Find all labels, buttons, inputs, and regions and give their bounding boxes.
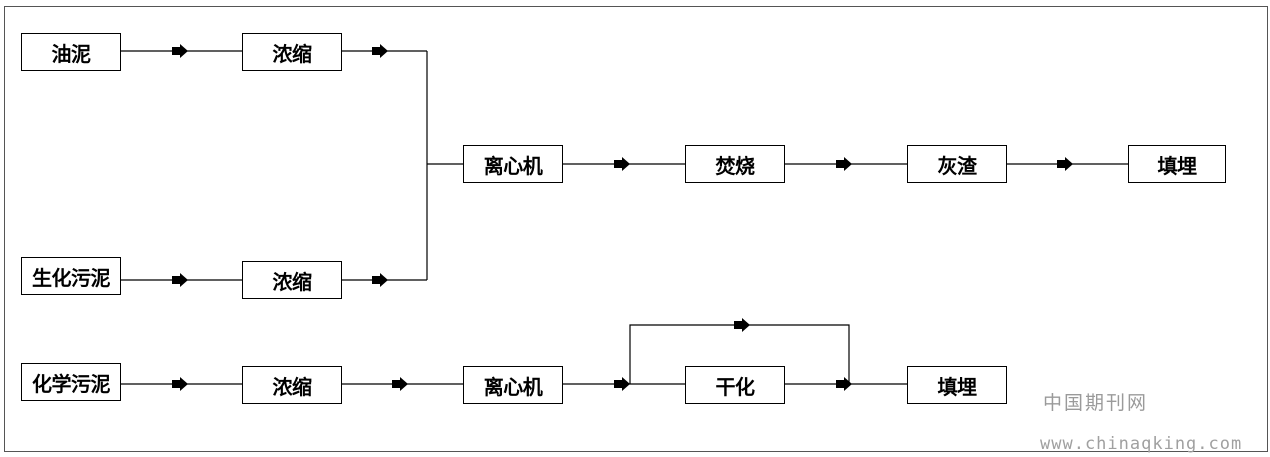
diagram-frame [4, 6, 1268, 452]
arrow-icon [836, 157, 852, 171]
watermark-url: www.chinaqking.com [1040, 434, 1243, 454]
node-centrifuge-1: 离心机 [463, 145, 563, 183]
node-incinerate: 焚烧 [685, 145, 785, 183]
arrow-icon [836, 377, 852, 391]
node-landfill-2: 填埋 [907, 366, 1007, 404]
watermark-cn: 中国期刊网 [1043, 392, 1149, 414]
node-landfill-1: 填埋 [1128, 145, 1226, 183]
node-oil-sludge: 油泥 [21, 33, 121, 71]
node-ash: 灰渣 [907, 145, 1007, 183]
arrow-icon [372, 44, 388, 58]
arrow-icon [172, 377, 188, 391]
node-thicken-1: 浓缩 [242, 33, 342, 71]
arrow-icon [172, 44, 188, 58]
node-bio-sludge: 生化污泥 [21, 257, 121, 295]
arrow-icon [1057, 157, 1073, 171]
arrow-icon [172, 273, 188, 287]
arrow-icon [614, 377, 630, 391]
node-centrifuge-2: 离心机 [463, 366, 563, 404]
arrow-icon [372, 273, 388, 287]
node-chem-sludge: 化学污泥 [21, 363, 121, 401]
arrow-icon [392, 377, 408, 391]
node-thicken-3: 浓缩 [242, 366, 342, 404]
node-thicken-2: 浓缩 [242, 261, 342, 299]
node-dry: 干化 [685, 366, 785, 404]
arrow-icon [734, 318, 750, 332]
arrow-icon [614, 157, 630, 171]
